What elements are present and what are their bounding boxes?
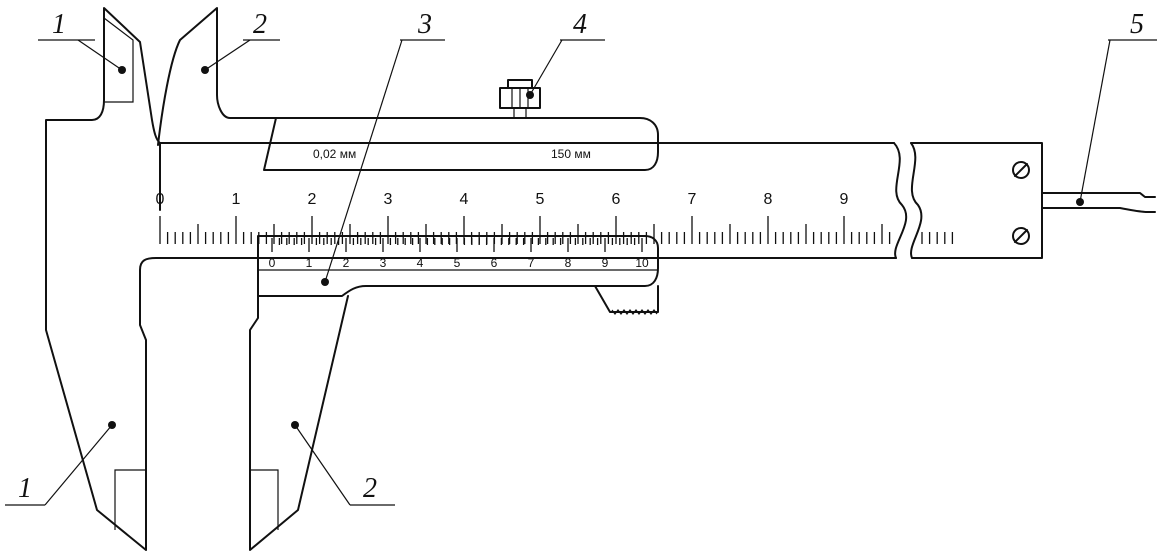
lower-moving-jaw-insert bbox=[250, 469, 279, 530]
resolution-label: 0,02 мм bbox=[313, 147, 356, 161]
svg-text:3: 3 bbox=[417, 9, 432, 40]
main-scale-label: 6 bbox=[612, 191, 621, 208]
thumb-grip bbox=[594, 285, 659, 313]
vernier-slider bbox=[157, 7, 659, 171]
screw-icon bbox=[1012, 161, 1030, 179]
vernier-scale-label: 5 bbox=[454, 256, 461, 270]
main-scale-label: 5 bbox=[536, 191, 545, 208]
depth-rod bbox=[1041, 192, 1156, 213]
upper-fixed-jaw-panel bbox=[103, 17, 134, 103]
main-scale-label: 9 bbox=[840, 191, 849, 208]
vernier-scale-labels: 0 1 2 3 4 5 6 7 8 9 10 bbox=[269, 256, 649, 270]
callout-1-bottom: 1 bbox=[5, 421, 116, 506]
vernier-scale-label: 8 bbox=[565, 256, 572, 270]
main-scale-label: 7 bbox=[688, 191, 697, 208]
vernier-scale-ticks bbox=[271, 238, 643, 252]
callout-4: 4 bbox=[526, 9, 605, 99]
lower-fixed-jaw-insert bbox=[114, 469, 146, 530]
svg-text:2: 2 bbox=[363, 473, 377, 504]
main-scale-label: 4 bbox=[460, 191, 469, 208]
svg-text:1: 1 bbox=[18, 473, 32, 504]
main-scale-label: 8 bbox=[764, 191, 773, 208]
svg-text:5: 5 bbox=[1130, 9, 1144, 40]
svg-text:1: 1 bbox=[52, 9, 66, 40]
callout-5: 5 bbox=[1076, 9, 1157, 206]
vernier-scale-label: 7 bbox=[528, 256, 535, 270]
main-scale-label: 1 bbox=[232, 191, 241, 208]
vernier-scale-label: 9 bbox=[602, 256, 609, 270]
vernier-scale-label: 3 bbox=[380, 256, 387, 270]
vernier-scale-label: 6 bbox=[491, 256, 498, 270]
svg-text:4: 4 bbox=[573, 9, 587, 40]
range-label: 150 мм bbox=[551, 147, 591, 161]
callout-3: 3 bbox=[321, 9, 445, 286]
screw-icon bbox=[1012, 227, 1030, 245]
callout-1-top: 1 bbox=[38, 9, 126, 74]
main-scale-label: 2 bbox=[308, 191, 317, 208]
vernier-scale-label: 0 bbox=[269, 256, 276, 270]
main-scale-labels: 0 1 2 3 4 5 6 7 8 9 bbox=[156, 191, 849, 208]
locking-screw-icon bbox=[499, 79, 541, 118]
vernier-scale-label: 2 bbox=[343, 256, 350, 270]
callout-2-top: 2 bbox=[201, 9, 280, 74]
main-beam bbox=[159, 142, 897, 259]
main-scale-label: 0 bbox=[156, 191, 165, 208]
vernier-scale-label: 4 bbox=[417, 256, 424, 270]
vernier-scale-label: 10 bbox=[635, 256, 649, 270]
fixed-jaw-body bbox=[45, 7, 161, 551]
vernier-scale-label: 1 bbox=[306, 256, 313, 270]
beam-end bbox=[910, 142, 1043, 259]
main-scale-ticks bbox=[159, 216, 954, 244]
callout-2-bottom: 2 bbox=[291, 421, 395, 506]
main-scale-label: 3 bbox=[384, 191, 393, 208]
moving-jaw-body bbox=[249, 295, 349, 551]
svg-text:2: 2 bbox=[253, 9, 267, 40]
thumb-grip-teeth bbox=[611, 309, 658, 315]
beam-break bbox=[893, 142, 923, 259]
